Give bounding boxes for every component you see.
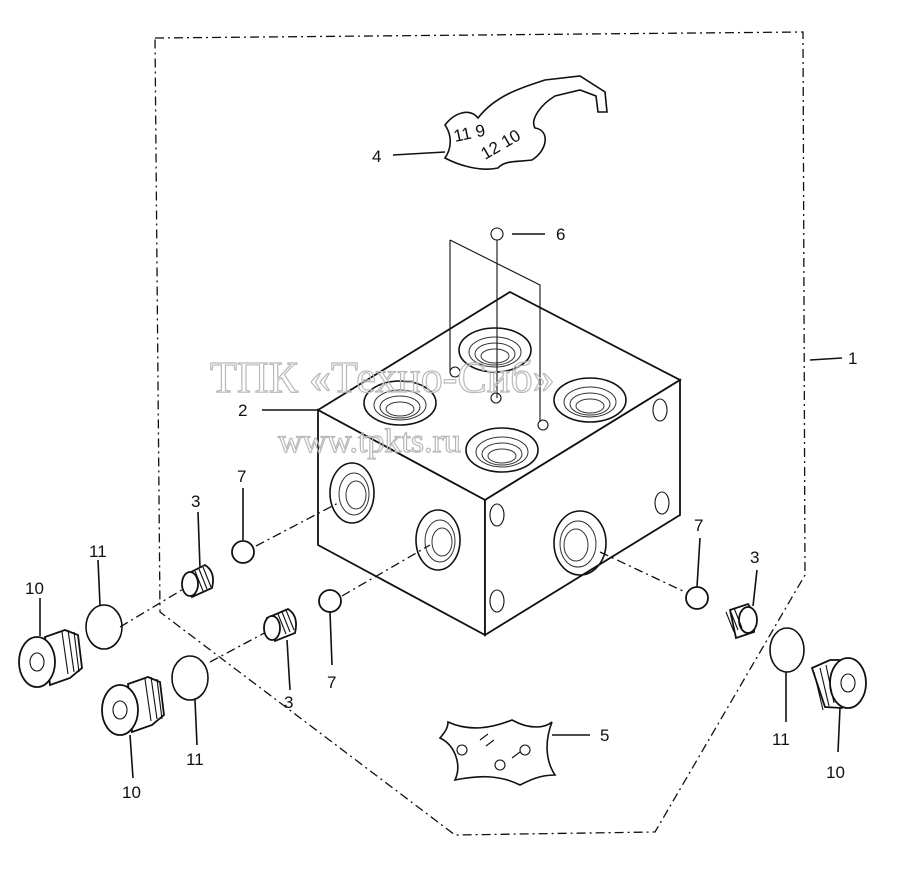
callout-11-left-upper: 11 <box>89 542 107 561</box>
callout-6: 6 <box>556 225 565 244</box>
callout-3-left-lower: 3 <box>284 693 293 712</box>
callout-7-left-upper: 7 <box>237 467 246 486</box>
callout-3-left-upper: 3 <box>191 492 200 511</box>
callout-10-left-lower: 10 <box>122 783 141 802</box>
small-plug-left-lower <box>263 607 297 643</box>
callout-10-left-upper: 10 <box>25 579 44 598</box>
ball-left-lower <box>318 589 342 613</box>
small-plug-right <box>725 602 758 640</box>
callout-11-right: 11 <box>772 730 790 749</box>
large-plug-right <box>810 657 867 711</box>
oring-left-upper <box>85 604 123 650</box>
callout-11-left-lower: 11 <box>186 750 204 769</box>
valve-block-part <box>316 290 682 637</box>
ball-right <box>685 586 709 610</box>
assembly-boundary <box>154 31 806 836</box>
ball-left-upper <box>231 540 255 564</box>
axis-lines <box>119 501 686 663</box>
bottom-plate-part <box>438 719 557 786</box>
large-plug-left-upper <box>18 629 83 688</box>
callout-10-right: 10 <box>826 763 845 782</box>
oring-right <box>769 627 805 673</box>
top-plug-leaders <box>449 227 541 422</box>
leader-lines <box>39 151 843 779</box>
large-plug-left-lower <box>101 676 165 736</box>
oring-left-lower <box>171 655 209 701</box>
top-plate-part: 11 9 12 10 <box>443 75 608 170</box>
watermark-line-1: ТПК «Техно-Сиб» <box>210 353 555 402</box>
callout-7-right: 7 <box>694 516 703 535</box>
callout-2: 2 <box>238 401 247 420</box>
callout-7-left-lower: 7 <box>327 673 336 692</box>
callout-3-right: 3 <box>750 548 759 567</box>
watermark-line-2: www.tpkts.ru <box>278 423 461 460</box>
callout-5: 5 <box>600 726 609 745</box>
callout-4: 4 <box>372 147 381 166</box>
plate-top-text-1: 11 9 <box>452 121 487 146</box>
callout-1: 1 <box>848 349 857 368</box>
small-plug-left-upper <box>181 563 214 599</box>
